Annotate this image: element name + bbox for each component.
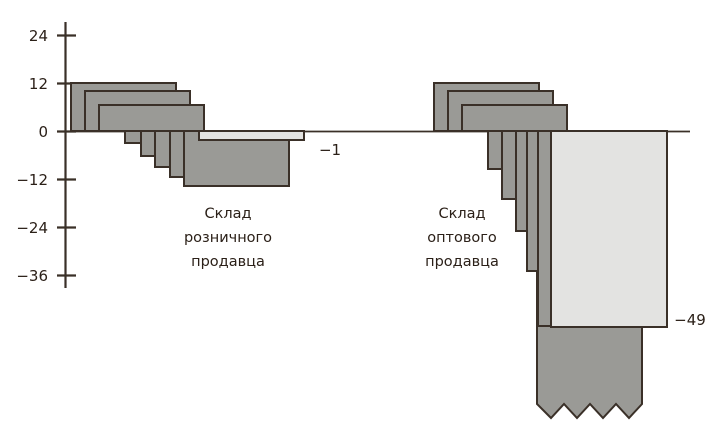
group-label-wholesaler-line2: оптового	[427, 230, 497, 246]
y-tick-label-0: 0	[38, 123, 48, 141]
group-label-wholesaler-line1: Склад	[438, 206, 485, 222]
group-label-wholesaler-line3: продавца	[425, 254, 499, 270]
group-retailer-warehouse: −1 Склад розничного продавца	[70, 82, 341, 270]
bar-retailer-step-3	[98, 104, 205, 132]
y-tick-label-neg36: −36	[16, 267, 48, 285]
value-label-wholesaler-result: −49	[674, 311, 706, 329]
y-axis: 24 12 0 −12 −24 −36	[16, 22, 76, 288]
group-label-retailer-line2: розничного	[184, 230, 272, 246]
bar-wholesaler-step-3	[461, 104, 568, 132]
y-tick-label-neg24: −24	[16, 219, 48, 237]
group-label-retailer-line1: Склад	[204, 206, 251, 222]
group-label-retailer-line3: продавца	[191, 254, 265, 270]
y-tick-label-neg12: −12	[16, 171, 48, 189]
bar-retailer-result	[198, 130, 305, 141]
value-label-retailer-result: −1	[319, 141, 341, 159]
group-wholesaler-warehouse: −49 Склад оптового продавца	[425, 82, 706, 420]
bar-wholesaler-result	[550, 130, 668, 328]
y-tick-label-12: 12	[29, 75, 48, 93]
y-tick-label-24: 24	[29, 27, 48, 45]
